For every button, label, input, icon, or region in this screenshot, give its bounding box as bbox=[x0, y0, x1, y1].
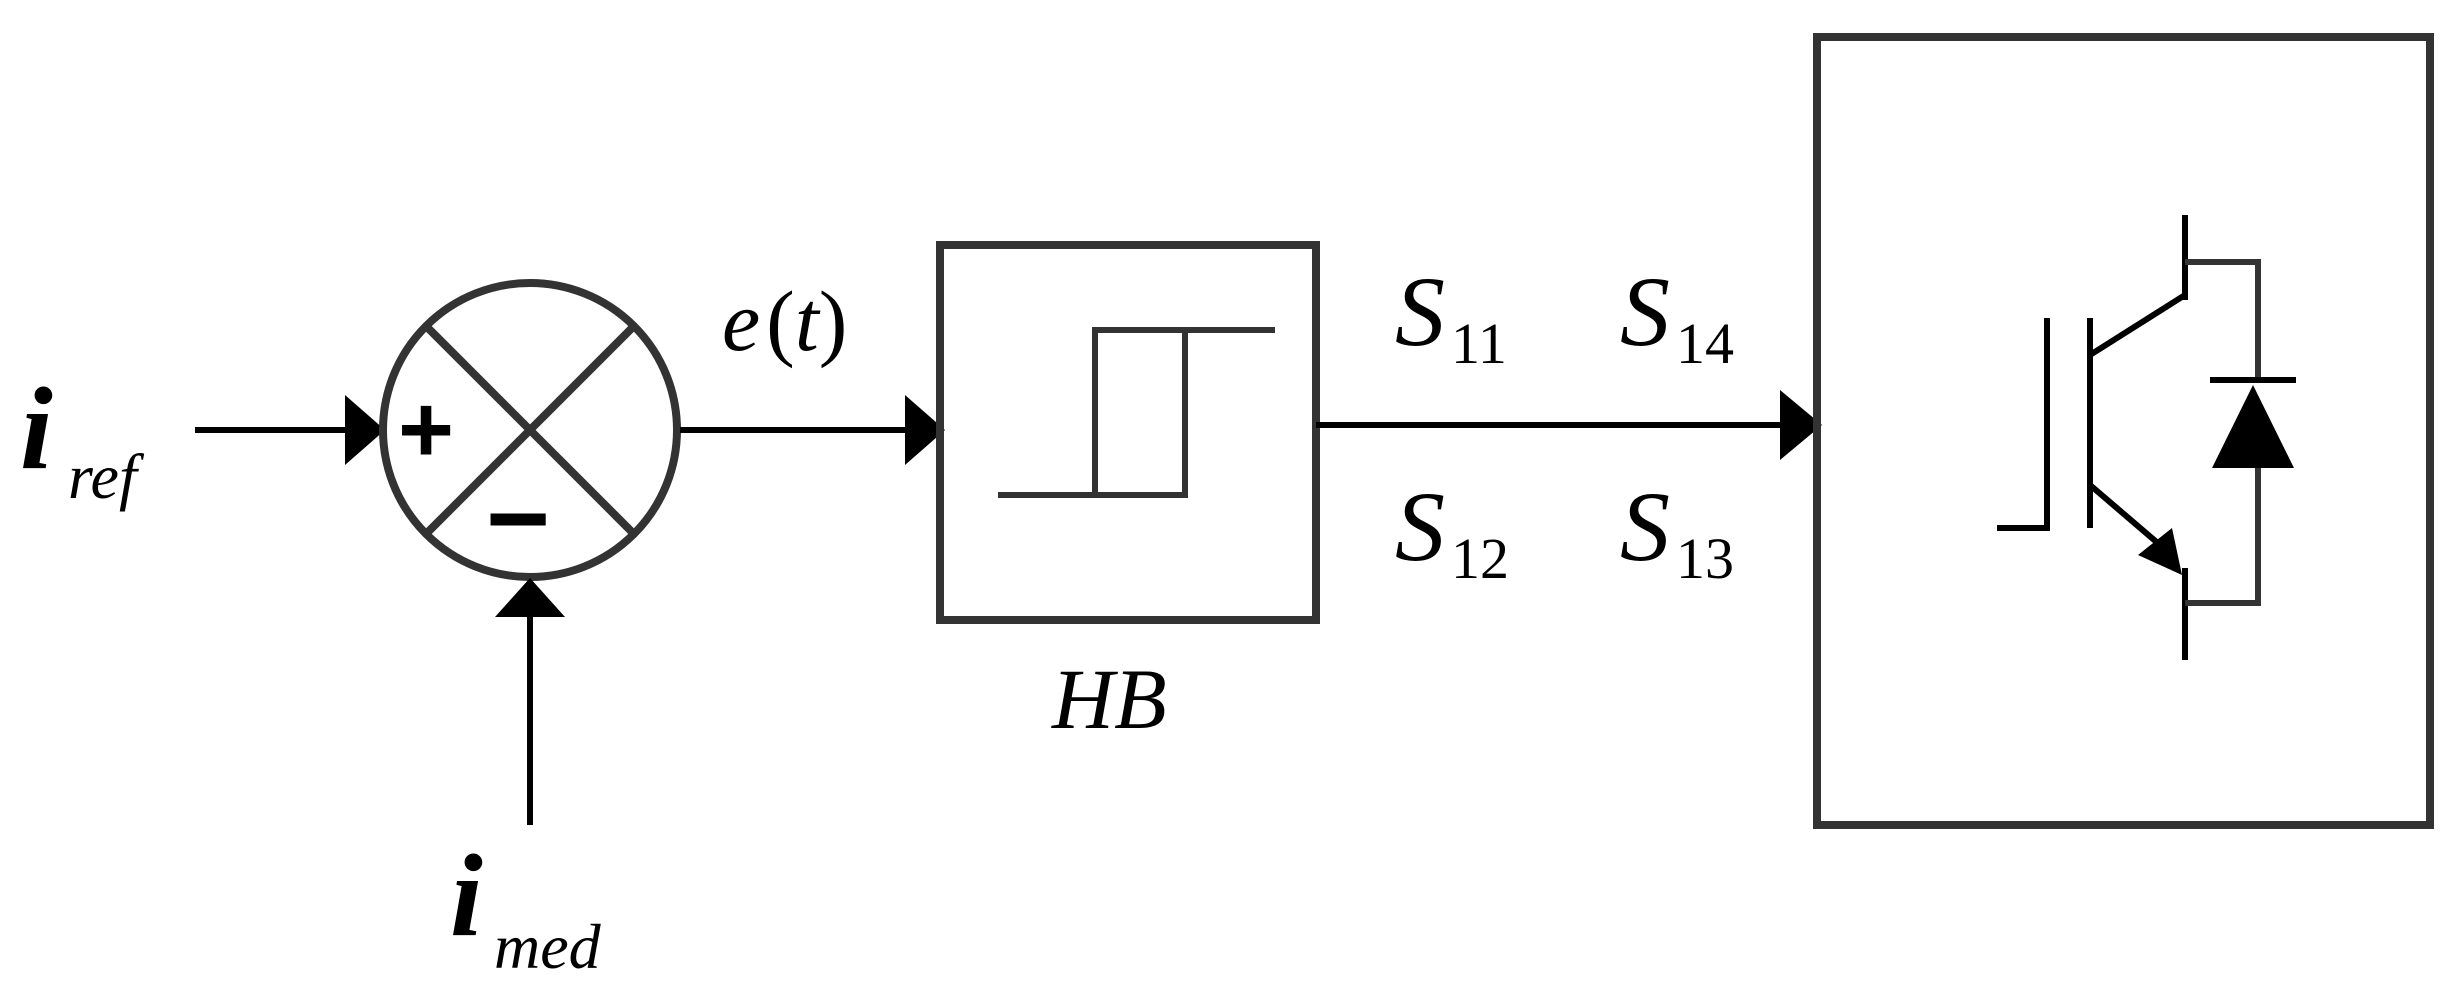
igbt-with-antiparallel-diode-icon bbox=[1997, 215, 2296, 660]
error-e: e bbox=[722, 273, 760, 369]
switch-arrowhead bbox=[1780, 390, 1822, 460]
error-t: t bbox=[795, 273, 821, 369]
igbt-emitter-lead bbox=[2088, 482, 2162, 548]
hysteresis-icon-rising bbox=[998, 327, 1275, 498]
summing-cross-b bbox=[423, 323, 637, 537]
i-ref-subscript: ref bbox=[68, 441, 145, 512]
hysteresis-icon-falling bbox=[1092, 327, 1185, 495]
i-ref-symbol: i bbox=[20, 363, 53, 494]
error-arrowhead bbox=[905, 395, 945, 465]
hysteresis-block: HB bbox=[936, 241, 1320, 747]
hysteresis-label: HB bbox=[1051, 651, 1167, 747]
s14-symbol: S bbox=[1620, 256, 1670, 367]
error-signal: e(t) bbox=[680, 273, 945, 465]
s12-symbol: S bbox=[1395, 471, 1445, 582]
minus-sign: − bbox=[486, 457, 550, 580]
input-i-ref: i ref bbox=[20, 363, 385, 512]
plus-sign: + bbox=[398, 376, 454, 483]
s13-symbol: S bbox=[1620, 471, 1670, 582]
igbt-emitter-arrow bbox=[2138, 528, 2182, 575]
s12-subscript: 12 bbox=[1451, 526, 1509, 591]
s11-subscript: 11 bbox=[1451, 311, 1507, 376]
summing-junction: + − bbox=[379, 279, 681, 581]
summing-circle bbox=[379, 279, 681, 581]
igbt-collector-lead bbox=[2088, 292, 2187, 358]
hysteresis-box bbox=[936, 241, 1320, 624]
error-label: e(t) bbox=[722, 273, 847, 369]
s11-symbol: S bbox=[1395, 256, 1445, 367]
s13-subscript: 13 bbox=[1676, 526, 1734, 591]
power-switch-block bbox=[1813, 33, 2434, 829]
i-med-arrowhead bbox=[495, 578, 565, 617]
i-med-subscript: med bbox=[494, 911, 602, 982]
input-i-med: i med bbox=[450, 578, 602, 982]
switch-signal-line bbox=[1316, 390, 1822, 460]
igbt-gate bbox=[1997, 318, 2050, 531]
diode-triangle bbox=[2212, 385, 2294, 468]
i-med-symbol: i bbox=[450, 830, 483, 961]
diode-bottom-wire bbox=[2185, 468, 2261, 606]
power-switch-box bbox=[1813, 33, 2434, 829]
error-open-paren: ( bbox=[766, 273, 795, 369]
diode-top-wire bbox=[2185, 259, 2261, 380]
s14-subscript: 14 bbox=[1676, 311, 1734, 376]
i-ref-arrowhead bbox=[345, 395, 385, 465]
error-close-paren: ) bbox=[819, 273, 848, 369]
